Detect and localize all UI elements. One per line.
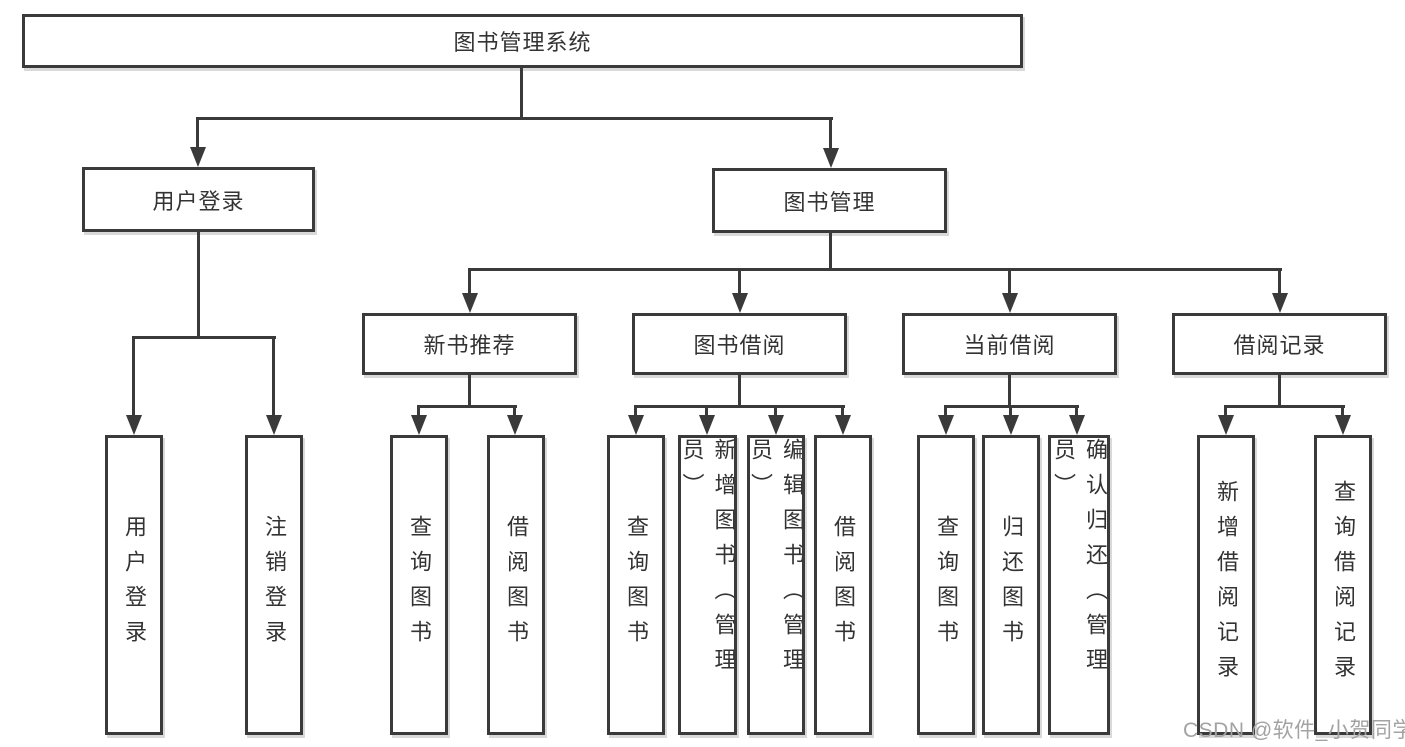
arrow-down-icon [462,293,478,313]
node-new-book-recommend: 新书推荐 [362,313,577,375]
connector-root-stem [520,68,523,118]
leaf-query-borrow-record: 查询借阅记录 [1314,435,1372,735]
leaf-edit-book-admin: 编辑图书（管理员） [747,435,805,735]
arrow-down-icon [1002,293,1018,313]
connector-level3-stem [1278,268,1281,293]
watermark: CSDN @软件_小贺同学 [1183,719,1405,742]
connector-new-book-down [468,375,471,408]
arrow-down-icon [628,415,644,435]
connector-new-book-rail [417,405,517,408]
arrow-down-icon [768,415,784,435]
leaf-return-book: 归还图书 [982,435,1040,735]
connector-leaf-stem [1009,405,1012,416]
connector-leaf-stem [774,405,777,416]
arrow-down-icon [1069,415,1085,435]
node-user-login: 用户登录 [82,167,315,232]
connector-current-borrow-down [1008,375,1011,408]
leaf-confirm-return-admin: 确认归还（管理员） [1048,435,1110,735]
connector-book-management-down [829,233,832,271]
connector-level3-stem [738,268,741,293]
arrow-down-icon [190,147,206,167]
connector-leaf-stem [841,405,844,416]
node-library-management-system: 图书管理系统 [22,14,1023,68]
connector-leaf-stem [1341,405,1344,416]
arrow-down-icon [823,148,839,168]
arrow-down-icon [938,415,954,435]
leaf-add-book-admin: 新增图书（管理员） [678,435,737,735]
connector-book-borrow-rail [634,405,845,408]
connector-leaf-stem [272,336,275,415]
connector-leaf-stem [417,405,420,416]
arrow-down-icon [1218,415,1234,435]
arrow-down-icon [1335,415,1351,435]
connector-level3-stem [1008,268,1011,293]
leaf-borrow-books: 借阅图书 [814,435,872,735]
arrow-down-icon [126,415,142,435]
leaf-borrow-books-recommend: 借阅图书 [487,435,545,735]
node-book-management: 图书管理 [712,168,947,233]
connector-leaf-stem [634,405,637,416]
arrow-down-icon [411,415,427,435]
leaf-add-borrow-record: 新增借阅记录 [1197,435,1255,735]
arrow-down-icon [1003,415,1019,435]
connector-user-login-stem [196,117,199,148]
connector-leaf-stem [1075,405,1078,416]
connector-level2-rail [196,117,833,120]
leaf-query-books-recommend: 查询图书 [390,435,448,735]
leaf-query-books-borrow: 查询图书 [607,435,665,735]
arrow-down-icon [507,415,523,435]
node-book-borrow: 图书借阅 [632,313,847,375]
leaf-logout: 注销登录 [245,435,303,735]
connector-leaf-stem [705,405,708,416]
connector-leaf-stem [132,336,135,415]
connector-book-management-stem [829,117,832,149]
connector-level3-rail [468,268,1282,271]
arrow-down-icon [699,415,715,435]
connector-borrow-records-down [1278,375,1281,408]
leaf-user-login: 用户登录 [105,435,163,735]
connector-borrow-records-rail [1224,405,1345,408]
leaf-query-books-current: 查询图书 [917,435,975,735]
arrow-down-icon [1272,293,1288,313]
connector-level3-stem [468,268,471,293]
connector-user-login-down [197,232,200,339]
arrow-down-icon [835,415,851,435]
connector-leaf-stem [944,405,947,416]
connector-leaf-stem [513,405,516,416]
node-borrow-records: 借阅记录 [1172,313,1387,375]
connector-user-login-rail [132,336,276,339]
arrow-down-icon [266,415,282,435]
node-current-borrow: 当前借阅 [902,313,1117,375]
connector-leaf-stem [1224,405,1227,416]
connector-book-borrow-down [738,375,741,408]
arrow-down-icon [732,293,748,313]
